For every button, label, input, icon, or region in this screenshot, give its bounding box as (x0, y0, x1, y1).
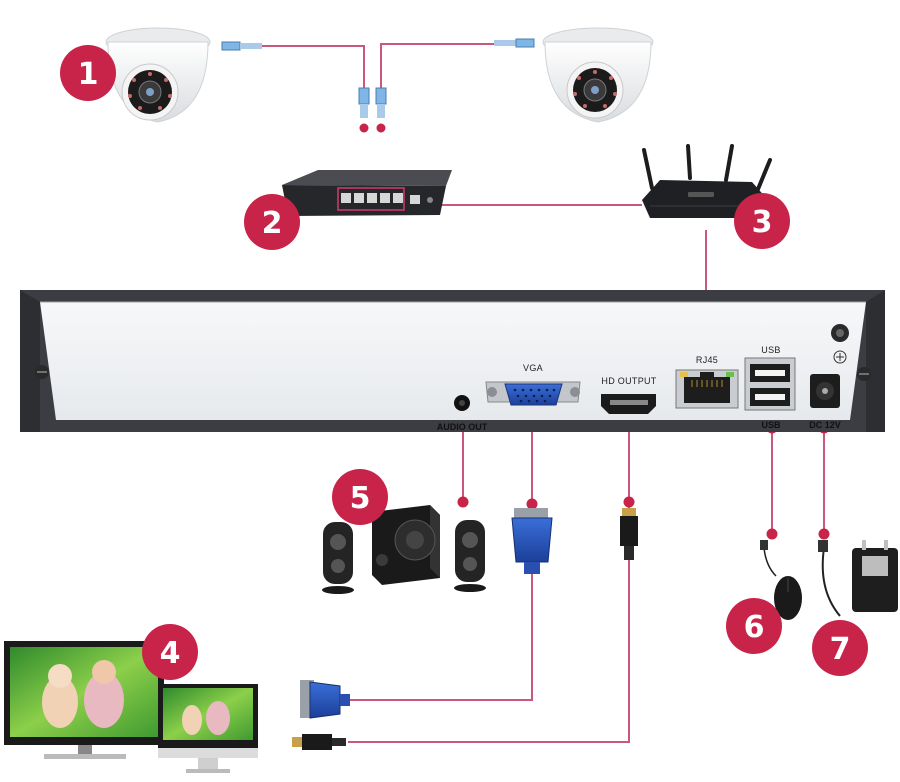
callout-badge-1: 1 (60, 45, 116, 101)
vga-cable-plug (511, 508, 553, 574)
router (642, 144, 772, 218)
nvr-rear-panel: VGA HD OUTPUT RJ45 USB USB AUDIO OUT DC … (20, 290, 885, 432)
camera-left-plug (221, 41, 262, 51)
dot-audio-end (457, 496, 469, 508)
label-audio-out: AUDIO OUT (437, 422, 488, 432)
callout-badge-7: 7 (812, 620, 868, 676)
label-hd-output: HD OUTPUT (601, 376, 656, 386)
dot-camera2 (376, 123, 386, 133)
dome-camera-right (542, 27, 654, 123)
svg-text:1: 1 (78, 57, 99, 92)
dot-dc-end (818, 528, 830, 540)
cable-camera2 (380, 43, 494, 88)
svg-text:2: 2 (262, 206, 283, 241)
mouse (760, 540, 802, 620)
rj45-port (675, 369, 739, 409)
svg-text:3: 3 (752, 205, 773, 240)
label-rj45: RJ45 (696, 355, 718, 365)
label-usb-bottom: USB (761, 420, 781, 430)
svg-text:7: 7 (830, 632, 851, 667)
dot-hdmi-end (623, 496, 635, 508)
dot-vga-end (526, 498, 538, 510)
label-vga: VGA (523, 363, 543, 373)
hdmi-port (601, 394, 656, 414)
svg-text:6: 6 (744, 610, 765, 645)
callout-badge-3: 3 (734, 193, 790, 249)
dc-power-port (810, 374, 840, 408)
hdmi-monitor-plug (292, 734, 346, 750)
hdmi-cable-plug (620, 508, 638, 560)
callout-badges: 1 2 3 4 5 6 7 (60, 45, 868, 680)
label-usb-top: USB (761, 345, 780, 355)
dot-usb-end (766, 528, 778, 540)
vga-monitor-plug (300, 680, 350, 719)
cable-camera1 (262, 45, 365, 88)
svg-text:4: 4 (160, 636, 181, 671)
speakers (322, 505, 486, 594)
vga-port (485, 381, 581, 406)
network-switch (282, 170, 452, 216)
callout-badge-2: 2 (244, 194, 300, 250)
dot-camera1 (359, 123, 369, 133)
power-adapter (818, 540, 898, 617)
callout-badge-4: 4 (142, 624, 198, 680)
callout-badge-5: 5 (332, 469, 388, 525)
svg-text:5: 5 (350, 481, 371, 516)
dome-camera-left (105, 27, 211, 123)
monitor-large (4, 641, 164, 759)
monitor-small (158, 684, 258, 773)
label-dc: DC 12V (809, 420, 841, 430)
camera-right-plug (494, 38, 535, 48)
switch-plugs (358, 87, 387, 118)
callout-badge-6: 6 (726, 598, 782, 654)
usb-ports (744, 357, 796, 411)
